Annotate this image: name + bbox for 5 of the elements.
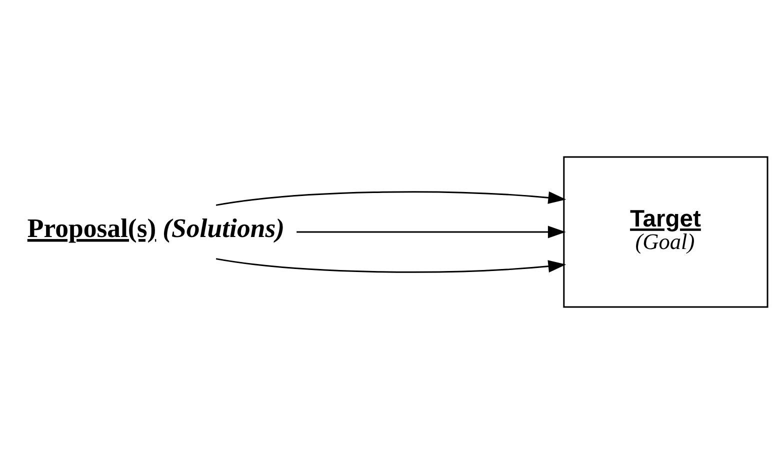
node-text: Proposal(s) (Solutions) bbox=[27, 212, 285, 243]
arrow bbox=[216, 190, 566, 206]
arrow bbox=[216, 258, 566, 272]
arrow bbox=[296, 225, 566, 238]
node-box: Target (Goal) bbox=[563, 156, 768, 308]
